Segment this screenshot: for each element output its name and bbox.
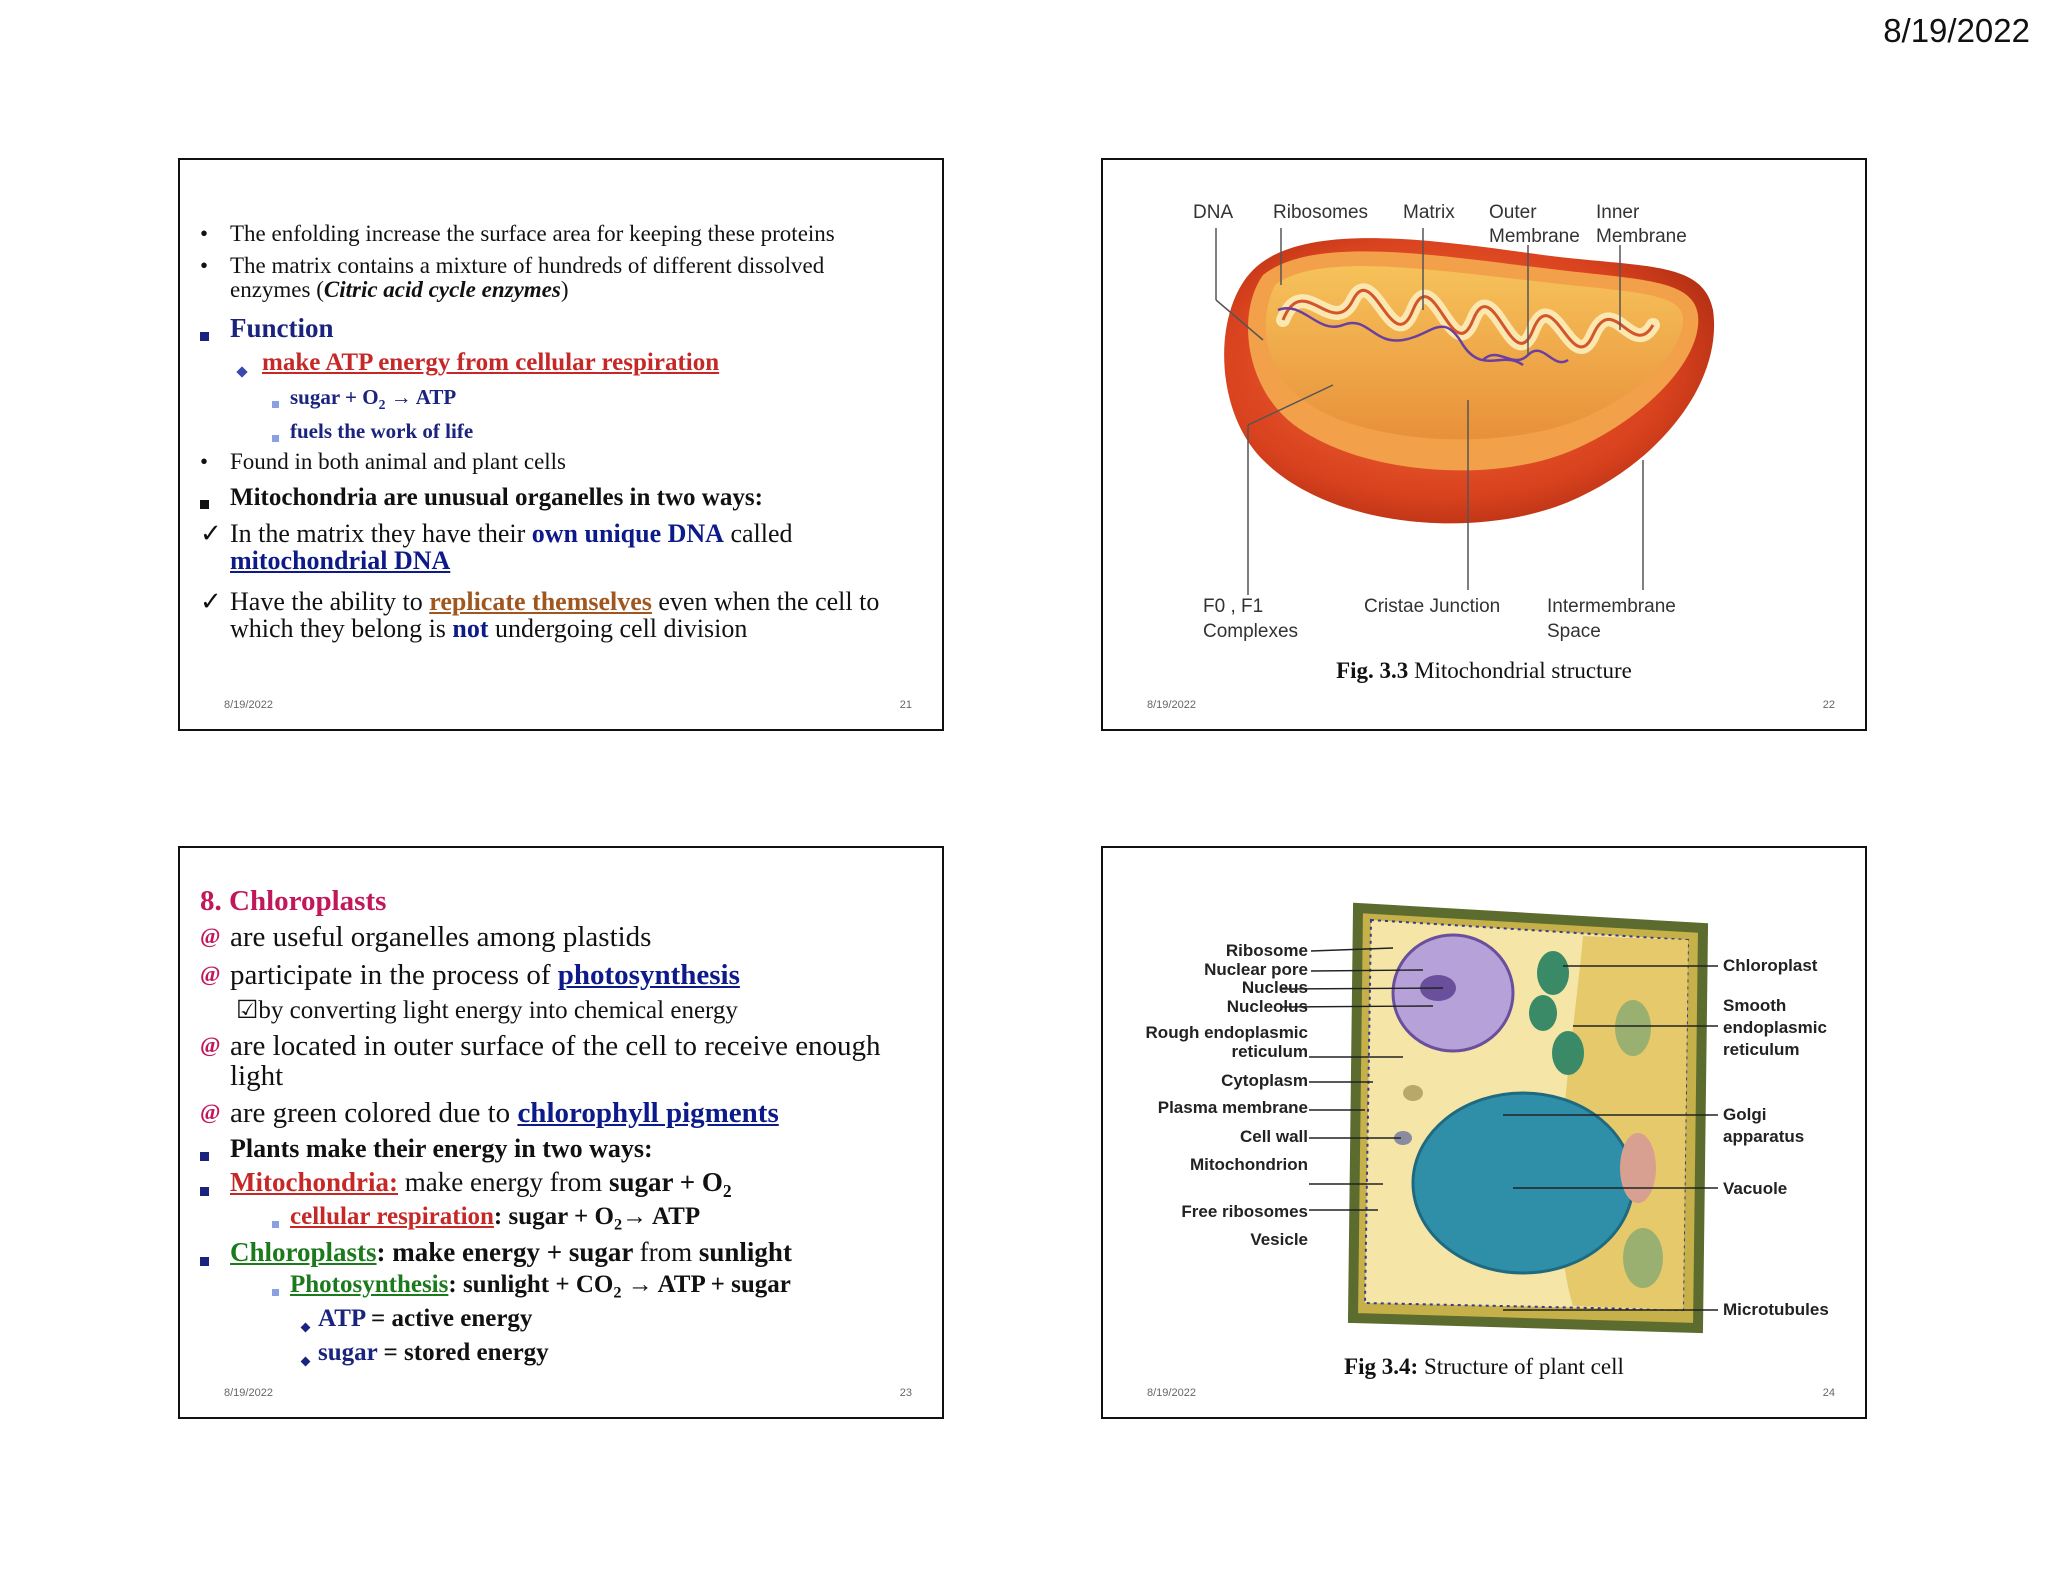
slide-date: 8/19/2022 <box>1147 1387 1196 1399</box>
slide-number: 22 <box>1822 699 1835 711</box>
label-golgi-1: Golgi <box>1723 1105 1766 1124</box>
label-f0-1: F0 , F1 <box>1203 596 1263 617</box>
label-inner-2: Membrane <box>1596 226 1687 247</box>
page-date: 8/19/2022 <box>1883 12 2030 49</box>
function-heading: Function <box>200 314 924 342</box>
label-smooth-er-3: reticulum <box>1723 1040 1800 1059</box>
leader-lines <box>1215 228 1644 595</box>
plant-cell-body <box>1347 902 1709 1334</box>
label-cell-wall: Cell wall <box>1240 1127 1308 1146</box>
label-vacuole: Vacuole <box>1723 1179 1787 1198</box>
label-matrix: Matrix <box>1403 202 1455 223</box>
slide-date: 8/19/2022 <box>224 1387 273 1399</box>
label-inter-2: Space <box>1547 621 1601 642</box>
label-mitochondrion: Mitochondrion <box>1190 1155 1308 1174</box>
bullet-participate: @ participate in the process of photosyn… <box>200 959 740 991</box>
check-replicate: ✓ Have the ability to replicate themselv… <box>200 587 880 644</box>
label-inter-1: Intermembrane <box>1547 596 1676 617</box>
chloroplast-title: 8. Chloroplasts <box>200 885 387 917</box>
slide-number: 23 <box>899 1387 912 1399</box>
label-vesicle: Vesicle <box>1250 1230 1308 1249</box>
label-rough-er-1: Rough endoplasmic <box>1146 1023 1308 1042</box>
slide-23: 8. Chloroplasts @ are useful organelles … <box>178 846 944 1419</box>
slide-number: 21 <box>899 699 912 711</box>
label-plasma-membrane: Plasma membrane <box>1158 1098 1308 1117</box>
slide-22: DNA Ribosomes Matrix Outer Membrane Inne… <box>1101 158 1867 731</box>
label-cristae: Cristae Junction <box>1364 596 1500 617</box>
mitochondrion-diagram: DNA Ribosomes Matrix Outer Membrane Inne… <box>1193 202 1715 642</box>
bullet-found: • Found in both animal and plant cells <box>200 449 567 474</box>
label-golgi-2: apparatus <box>1723 1127 1804 1146</box>
atp-line: make ATP energy from cellular respiratio… <box>236 349 924 378</box>
label-ribosomes: Ribosomes <box>1273 202 1368 223</box>
label-smooth-er-1: Smooth <box>1723 996 1786 1015</box>
label-cytoplasm: Cytoplasm <box>1221 1071 1308 1090</box>
fuels-line: fuels the work of life <box>272 420 924 442</box>
bullet-matrix: • The matrix contains a mixture of hundr… <box>200 253 825 303</box>
plants-heading: Plants make their energy in two ways: <box>200 1135 924 1162</box>
label-f0-2: Complexes <box>1203 621 1298 642</box>
label-outer-1: Outer <box>1489 202 1537 223</box>
label-chloroplast: Chloroplast <box>1723 956 1818 975</box>
slide-date: 8/19/2022 <box>224 699 273 711</box>
plant-cell-diagram: Ribosome Nuclear pore Nucleus Nucleolus … <box>1146 902 1829 1334</box>
unusual-heading: Mitochondria are unusual organelles in t… <box>200 484 924 511</box>
label-nucleolus: Nucleolus <box>1227 997 1308 1016</box>
label-smooth-er-2: endoplasmic <box>1723 1018 1827 1037</box>
chloro-line: Chloroplasts: make energy + sugar from s… <box>200 1238 924 1266</box>
atp-energy-line: ATP = active energy <box>300 1305 924 1333</box>
slide-24: Ribosome Nuclear pore Nucleus Nucleolus … <box>1101 846 1867 1419</box>
label-nuclear-pore: Nuclear pore <box>1204 960 1308 979</box>
check-dna: ✓ In the matrix they have their own uniq… <box>200 519 793 576</box>
label-ribosome: Ribosome <box>1226 941 1308 960</box>
slide-number: 24 <box>1822 1387 1835 1399</box>
label-outer-2: Membrane <box>1489 226 1580 247</box>
label-nucleus: Nucleus <box>1242 978 1308 997</box>
sub-converting: ☑by converting light energy into chemica… <box>236 997 738 1024</box>
mito-line: Mitochondria: make energy from sugar + O… <box>200 1168 924 1200</box>
label-inner-1: Inner <box>1596 202 1640 223</box>
label-rough-er-2: reticulum <box>1231 1042 1308 1061</box>
cr-line: cellular respiration: sugar + O2→ ATP <box>272 1203 924 1233</box>
slide-21: • The enfolding increase the surface are… <box>178 158 944 731</box>
bullet-useful: @ are useful organelles among plastids <box>200 921 652 953</box>
label-free-ribosomes: Free ribosomes <box>1181 1202 1308 1221</box>
label-dna: DNA <box>1193 202 1233 223</box>
leader-lines <box>1279 947 1718 1311</box>
bullet-located: @ are located in outer surface of the ce… <box>200 1030 881 1093</box>
label-microtubules: Microtubules <box>1723 1300 1829 1319</box>
mitochondrion-body <box>1224 238 1715 524</box>
sugar-energy-line: sugar = stored energy <box>300 1339 924 1367</box>
slide-date: 8/19/2022 <box>1147 699 1196 711</box>
bullet-enfolding: • The enfolding increase the surface are… <box>200 221 835 246</box>
figure-caption: Fig 3.4: Structure of plant cell <box>1344 1354 1624 1379</box>
sugar-line: sugar + O2 → ATP <box>272 386 924 411</box>
figure-caption: Fig. 3.3 Mitochondrial structure <box>1336 658 1632 683</box>
ps-line: Photosynthesis: sunlight + CO2 → ATP + s… <box>272 1271 924 1301</box>
bullet-green: @ are green colored due to chlorophyll p… <box>200 1097 779 1129</box>
